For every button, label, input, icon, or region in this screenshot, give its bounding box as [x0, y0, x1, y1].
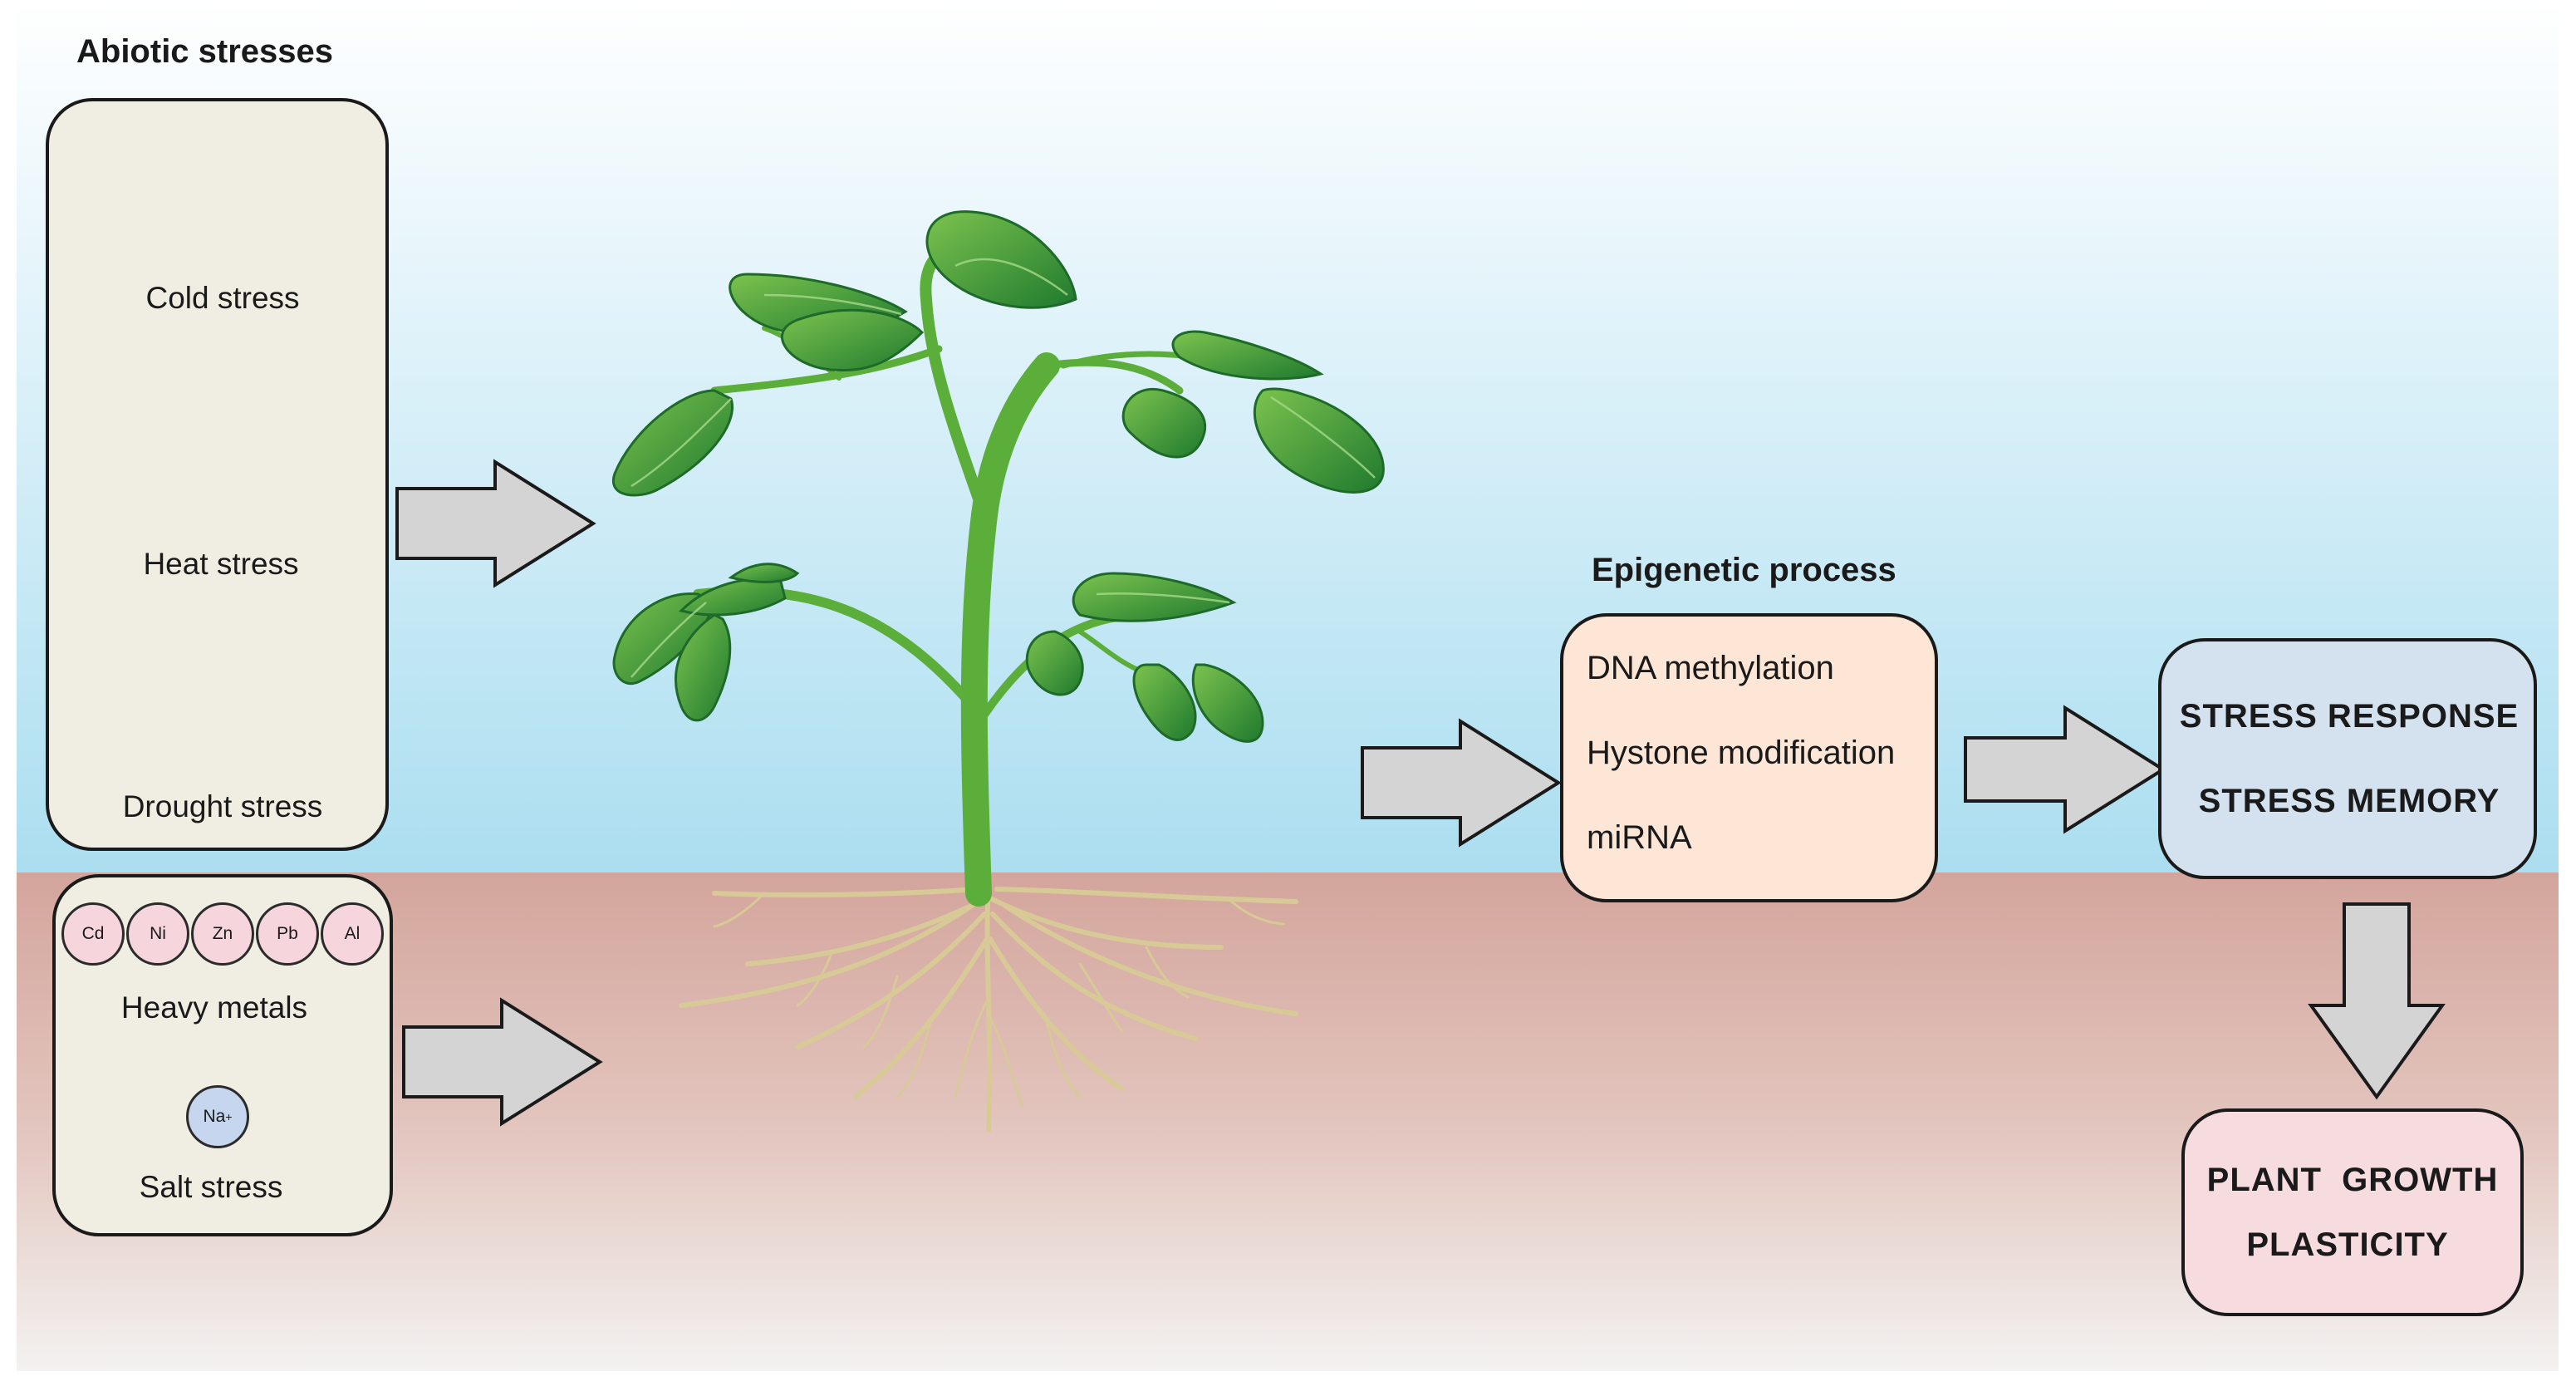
- arrow-response-to-outcome: [2308, 902, 2446, 1100]
- sodium-symbol: Na: [203, 1107, 226, 1126]
- nickel-ion: Ni: [126, 902, 189, 966]
- cadmium-ion: Cd: [61, 902, 125, 966]
- drought-stress-label: Drought stress: [122, 789, 323, 823]
- soil-background: [17, 872, 2559, 1371]
- above-ground-stress-box: [46, 98, 389, 851]
- plant-leaves: [611, 210, 1385, 743]
- plasticity-label: PLASTICITY: [2246, 1226, 2449, 1263]
- sodium-ion: Na+: [186, 1085, 249, 1148]
- arrow-above-ground-to-plant: [395, 459, 596, 588]
- lead-ion: Pb: [256, 902, 319, 966]
- zinc-ion: Zn: [191, 902, 254, 966]
- sodium-charge: +: [225, 1110, 233, 1123]
- plant-growth-plasticity-box: [2181, 1108, 2524, 1316]
- stress-response-box: [2158, 638, 2537, 879]
- plant-leaf-veins: [631, 258, 1376, 678]
- heavy-metals-label: Heavy metals: [120, 990, 308, 1025]
- epigenetic-item-mirna: miRNA: [1587, 819, 1692, 856]
- epigenetic-process-box: [1560, 613, 1938, 902]
- epigenetic-item-histone-modification: Hystone modification: [1587, 735, 1896, 771]
- heat-stress-label: Heat stress: [143, 547, 299, 581]
- epigenetic-process-header: Epigenetic process: [1592, 552, 1896, 588]
- arrow-epigenetic-to-response: [1964, 705, 2166, 834]
- cold-stress-label: Cold stress: [145, 281, 300, 315]
- salt-stress-label: Salt stress: [139, 1170, 283, 1204]
- stress-memory-label: STRESS MEMORY: [2198, 783, 2500, 819]
- stress-response-label: STRESS RESPONSE: [2179, 698, 2520, 735]
- arrow-soil-to-plant: [402, 997, 603, 1127]
- epigenetic-item-dna-methylation: DNA methylation: [1587, 650, 1834, 686]
- plant-rootlets: [713, 892, 1285, 1107]
- arrow-plant-to-epigenetic: [1361, 718, 1562, 848]
- plant-roots: [679, 882, 1298, 1133]
- plant-growth-label: PLANT GROWTH: [2206, 1162, 2499, 1198]
- aluminium-ion: Al: [321, 902, 384, 966]
- abiotic-stresses-header: Abiotic stresses: [76, 33, 334, 70]
